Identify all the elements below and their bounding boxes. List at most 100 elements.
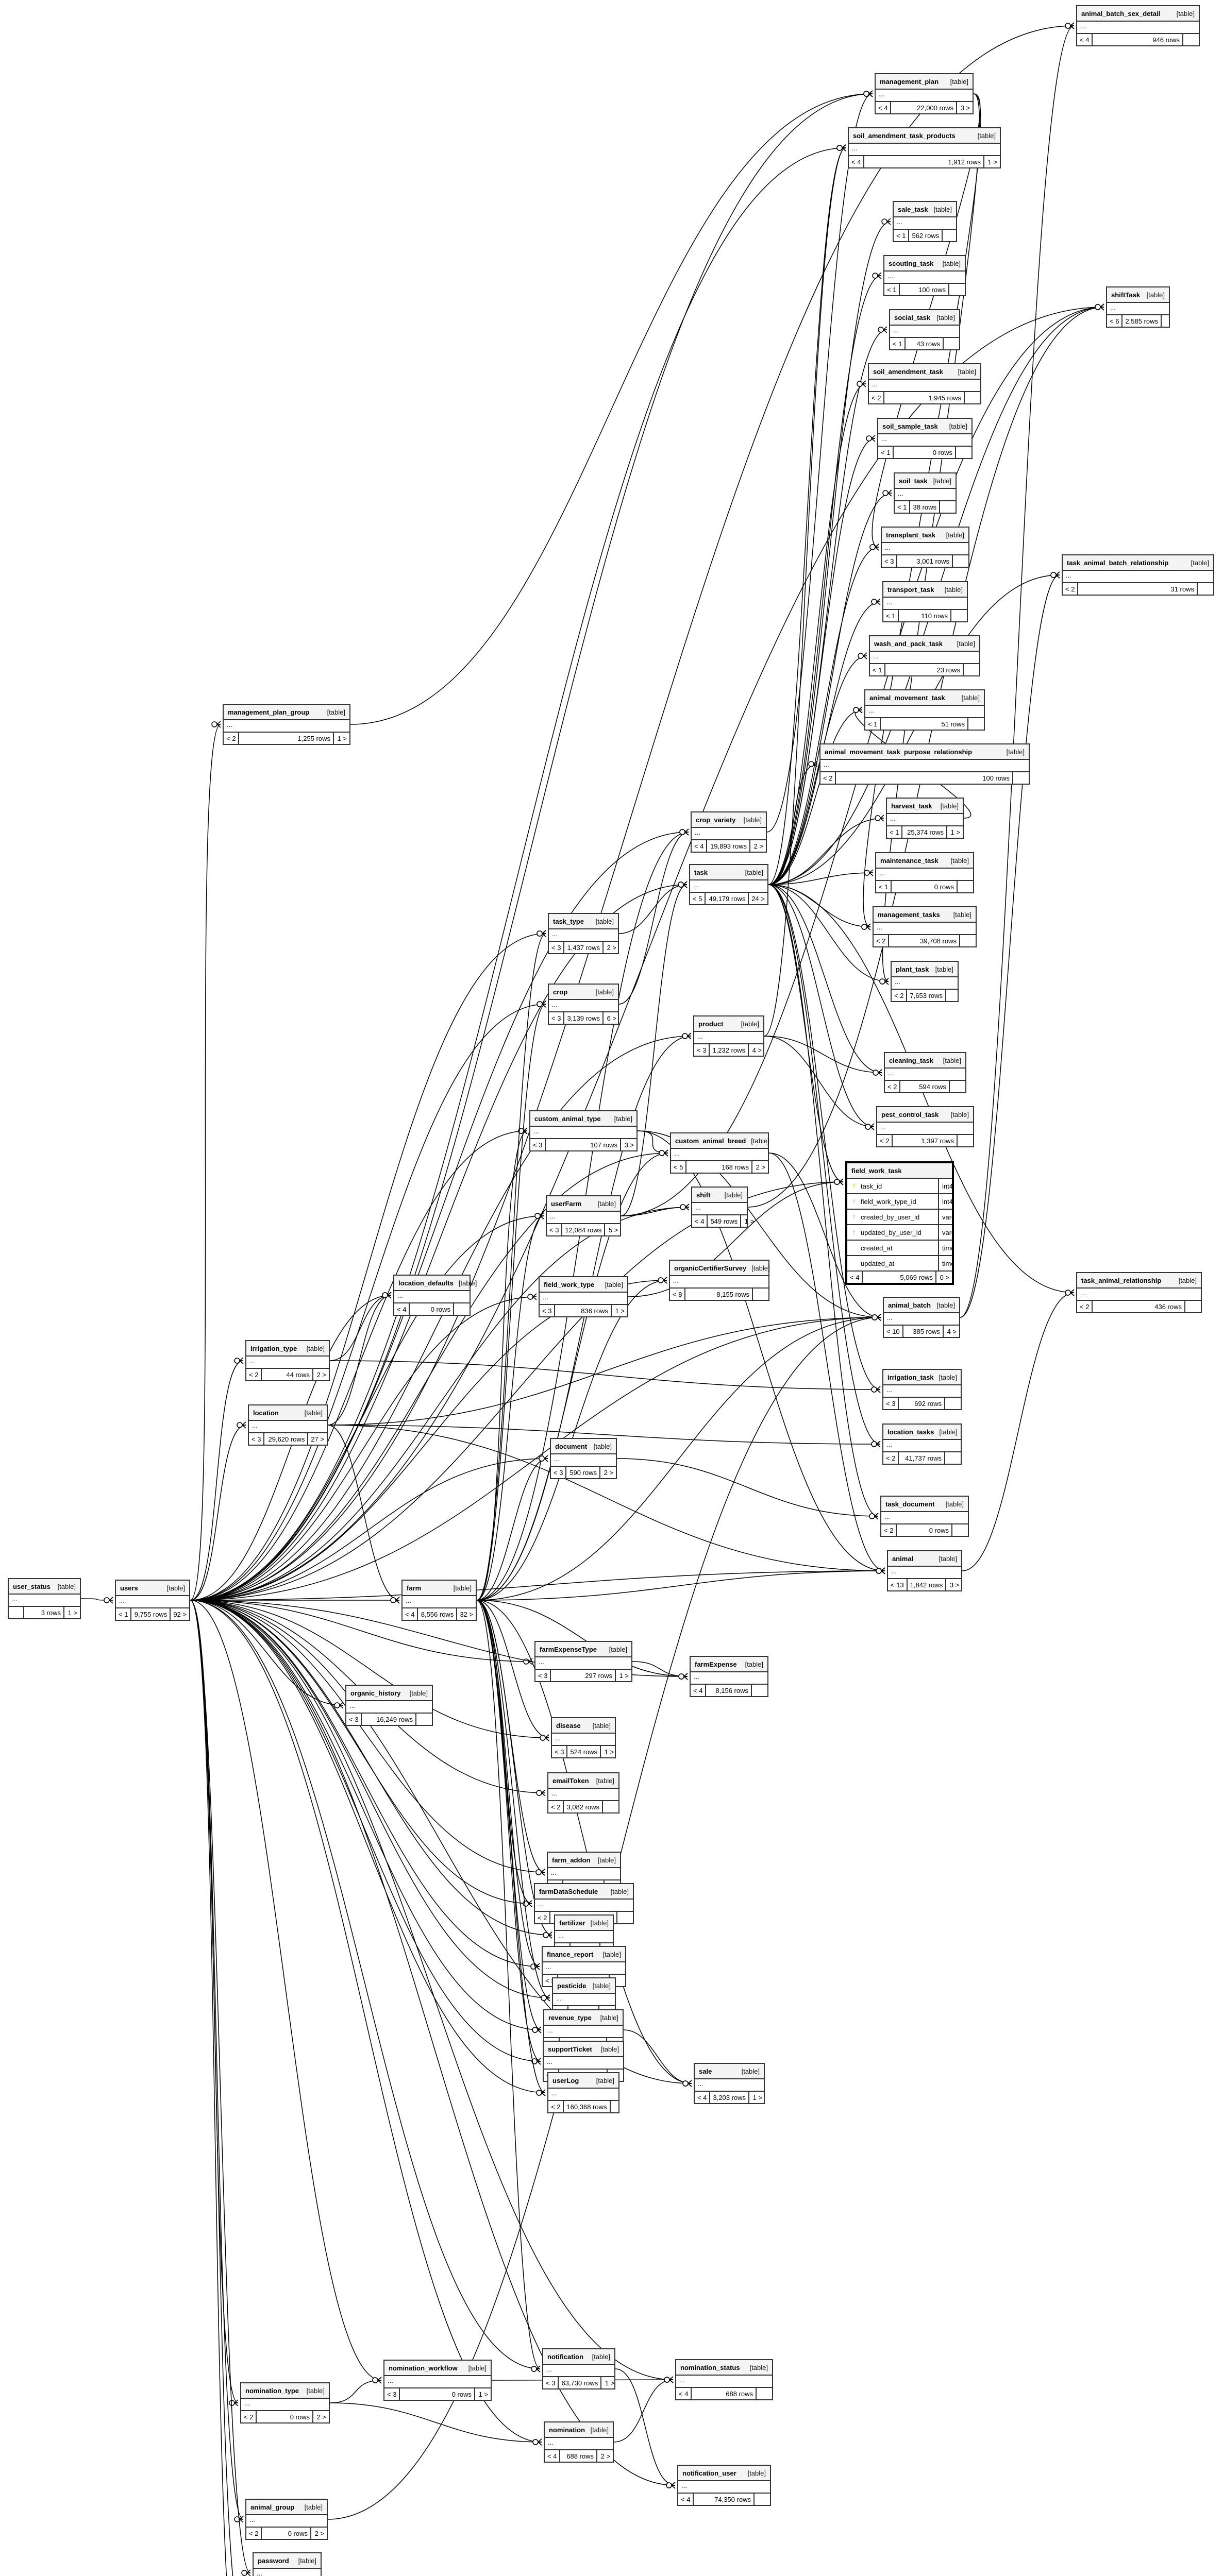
parents-count[interactable]: < 2 [883,1452,899,1464]
parents-count[interactable]: < 1 [878,447,894,458]
table-name[interactable]: farm_addon [552,1856,591,1864]
parents-count[interactable]: < 4 [678,2494,694,2505]
parents-count[interactable]: < 4 [1077,34,1093,45]
table-name[interactable]: userLog [552,2076,579,2084]
table-name[interactable]: notification [547,2352,584,2361]
table-name[interactable]: disease [556,1721,581,1730]
table-name[interactable]: nomination_workflow [389,2364,458,2372]
table-name[interactable]: nomination_type [245,2386,299,2395]
table-name[interactable]: custom_animal_breed [675,1137,746,1145]
table-name[interactable]: maintenance_task [880,856,939,865]
parents-count[interactable]: < 2 [224,733,240,744]
children-count[interactable] [1198,583,1213,595]
children-count[interactable]: 3 > [949,1581,960,1589]
table-name[interactable]: emailToken [552,1776,589,1785]
table-name[interactable]: organicCertifierSurvey [674,1264,747,1272]
parents-count[interactable]: < 4 [394,1303,410,1315]
children-count[interactable]: 27 > [311,1435,324,1443]
parents-count[interactable]: < 4 [847,1272,863,1283]
parents-count[interactable]: < 4 [849,156,865,167]
parents-count[interactable]: < 4 [691,1685,707,1696]
children-count[interactable]: 1 > [478,2390,488,2398]
children-count[interactable]: 2 > [756,1163,765,1171]
children-count[interactable] [943,230,958,241]
children-count[interactable]: 2 > [314,2529,324,2537]
table-animal-movement-task-purpose-relationship[interactable]: animal_movement_task_purpose_relationshi… [819,743,1030,785]
parents-count[interactable]: < 3 [882,555,898,567]
table-name[interactable]: task [694,868,708,876]
parents-count[interactable] [9,1607,24,1618]
parents-count[interactable]: < 1 [895,501,911,513]
parents-count[interactable]: < 2 [548,1801,564,1812]
table-name[interactable]: cleaning_task [889,1056,933,1064]
table-name[interactable]: field_work_type [544,1280,595,1289]
table-name[interactable]: management_tasks [878,910,940,919]
table-name[interactable]: farm [407,1584,422,1592]
table-name[interactable]: custom_animal_type [534,1114,601,1123]
table-name[interactable]: soil_amendment_task [873,367,943,376]
parents-count[interactable]: < 2 [1063,583,1079,595]
table-name[interactable]: animal_movement_task_purpose_relationshi… [825,748,973,756]
children-count[interactable] [951,610,967,621]
children-count[interactable] [956,447,971,458]
parents-count[interactable]: < 6 [1107,315,1123,327]
children-count[interactable] [940,501,956,513]
parents-count[interactable]: < 13 [888,1579,908,1590]
table-name[interactable]: farmDataSchedule [539,1887,598,1895]
table-name[interactable]: document [555,1442,588,1450]
table-name[interactable]: nomination [549,2426,585,2434]
table-name[interactable]: transport_task [887,585,934,594]
parents-count[interactable]: < 3 [552,1746,568,1757]
parents-count[interactable]: < 2 [241,2411,257,2422]
parents-count[interactable]: < 1 [887,826,903,838]
children-count[interactable] [1185,1301,1201,1312]
children-count[interactable]: 2 > [316,1370,326,1379]
children-count[interactable] [953,555,968,567]
children-count[interactable]: 2 > [753,842,763,850]
column-row[interactable]: †updated_attimestamptz[35,6] [847,1256,952,1272]
children-count[interactable] [611,2101,626,2112]
children-count[interactable]: 1 > [605,2379,615,2387]
table-name[interactable]: harvest_task [891,802,932,810]
table-name[interactable]: wash_and_pack_task [874,639,943,648]
parents-count[interactable]: < 4 [692,1215,708,1227]
parents-count[interactable]: < 5 [671,1161,687,1173]
children-count[interactable]: 2 > [604,1468,613,1477]
parents-count[interactable]: < 4 [876,102,892,113]
table-name[interactable]: pesticide [557,1981,587,1990]
parents-count[interactable]: < 3 [540,1305,556,1316]
table-name[interactable]: animal_batch_sex_detail [1081,9,1161,18]
children-count[interactable]: 1 > [619,1671,629,1680]
children-count[interactable]: 1 > [337,734,347,742]
parents-count[interactable]: < 2 [246,1369,262,1380]
table-password[interactable]: password[table]...< 12,842 rows [253,2552,322,2576]
children-count[interactable]: 1 > [615,1307,625,1315]
table-name[interactable]: organic_history [350,1689,401,1697]
children-count[interactable] [950,1081,965,1092]
children-count[interactable]: 4 > [947,1327,957,1335]
table-name[interactable]: farmExpense [695,1660,737,1668]
